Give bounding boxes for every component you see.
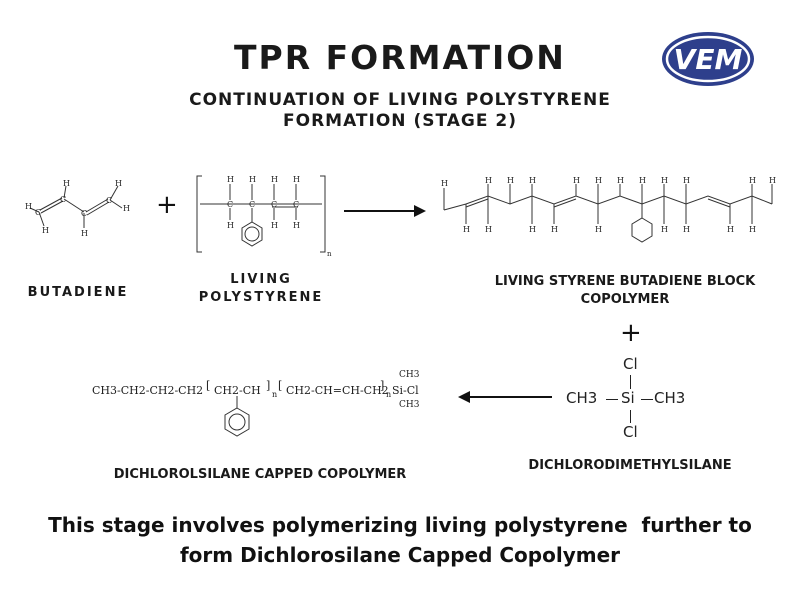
- svg-text:H: H: [42, 226, 49, 235]
- svg-text:C: C: [60, 195, 66, 204]
- svg-text:H: H: [123, 204, 130, 213]
- svg-text:H: H: [25, 202, 32, 211]
- svg-text:H: H: [115, 180, 122, 188]
- block-copolymer-label: LIVING STYRENE BUTADIENE BLOCK COPOLYMER: [470, 273, 780, 309]
- block-copolymer-structure: H H H H H H H H H H H H H H H H H H H H H: [441, 176, 776, 243]
- left-arrow-icon: [458, 391, 552, 403]
- capped-ch3-top: CH3: [399, 370, 420, 380]
- svg-text:C: C: [271, 200, 277, 209]
- svg-text:H: H: [749, 225, 756, 234]
- svg-text:H: H: [441, 179, 448, 188]
- capped-ch3-bottom: CH3: [399, 400, 420, 410]
- svg-text:C: C: [81, 209, 87, 218]
- living-ps-subscript: n: [327, 250, 332, 258]
- page-title: TPR FORMATION: [234, 38, 566, 77]
- living-polystyrene-structure: H H H H C C C C H H H n: [196, 175, 332, 258]
- block-copolymer-line-1: LIVING STYRENE BUTADIENE BLOCK: [494, 274, 756, 289]
- svg-text:H: H: [551, 225, 558, 234]
- living-polystyrene-label: LIVING POLYSTYRENE: [186, 271, 336, 307]
- capped-unit-2: CH2-CH=CH-CH2: [286, 384, 389, 397]
- svg-text:H: H: [529, 176, 536, 185]
- svg-text:H: H: [249, 175, 256, 184]
- svg-text:C: C: [106, 196, 112, 205]
- silane-ch3-left: CH3: [566, 389, 598, 407]
- svg-text:H: H: [271, 175, 278, 184]
- silane-structure: Cl CH3 Si CH3 Cl: [566, 355, 696, 445]
- svg-text:H: H: [293, 175, 300, 184]
- footer-line-2: form Dichlorosilane Capped Copolymer: [179, 543, 621, 567]
- svg-text:H: H: [485, 225, 492, 234]
- silane-ch3-right: CH3: [654, 389, 686, 407]
- subtitle-line-1: CONTINUATION OF LIVING POLYSTYRENE: [189, 90, 611, 110]
- footer-description: This stage involves polymerizing living …: [20, 510, 780, 570]
- svg-text:H: H: [227, 175, 234, 184]
- living-polystyrene-line-2: POLYSTYRENE: [198, 290, 324, 305]
- svg-text:H: H: [485, 176, 492, 185]
- block-copolymer-line-2: COPOLYMER: [580, 292, 670, 307]
- svg-text:H: H: [595, 225, 602, 234]
- svg-text:H: H: [271, 221, 278, 230]
- silane-cl-bottom: Cl: [623, 423, 638, 441]
- svg-text:H: H: [463, 225, 470, 234]
- svg-text:C: C: [227, 200, 233, 209]
- svg-text:H: H: [81, 229, 88, 238]
- svg-text:C: C: [293, 200, 299, 209]
- svg-text:H: H: [227, 221, 234, 230]
- svg-text:H: H: [529, 225, 536, 234]
- subtitle-line-2: FORMATION (STAGE 2): [283, 111, 517, 131]
- capped-benzene-ring-icon: [224, 396, 250, 437]
- footer-line-1: This stage involves polymerizing living …: [48, 513, 752, 537]
- svg-text:H: H: [661, 176, 668, 185]
- butadiene-structure: C C C C H H H H H H: [25, 180, 130, 238]
- silane-label: DICHLORODIMETHYLSILANE: [528, 458, 732, 473]
- svg-text:H: H: [661, 225, 668, 234]
- silane-cl-top: Cl: [623, 355, 638, 373]
- plus-sign: +: [156, 190, 178, 220]
- svg-text:H: H: [749, 176, 756, 185]
- vem-logo: VEM: [662, 32, 754, 86]
- svg-text:C: C: [249, 200, 255, 209]
- capped-n2: n: [386, 390, 392, 399]
- svg-text:H: H: [507, 176, 514, 185]
- capped-n1: n: [272, 390, 278, 399]
- svg-text:H: H: [769, 176, 776, 185]
- capped-copolymer-label: DICHLOROLSILANE CAPPED COPOLYMER: [113, 467, 407, 482]
- svg-text:H: H: [573, 176, 580, 185]
- silane-si: Si: [621, 389, 635, 407]
- svg-text:C: C: [35, 208, 41, 217]
- capped-chain: CH3-CH2-CH2-CH2: [92, 384, 204, 397]
- capped-unit-1: CH2-CH: [214, 384, 261, 397]
- logo-text: VEM: [674, 43, 743, 76]
- svg-text:H: H: [683, 225, 690, 234]
- right-arrow-icon: [344, 205, 426, 217]
- svg-text:H: H: [617, 176, 624, 185]
- capped-copolymer-structure: CH3-CH2-CH2-CH2 [ CH2-CH ] n [ CH2-CH=CH…: [92, 370, 442, 445]
- svg-text:H: H: [683, 176, 690, 185]
- svg-text:H: H: [63, 180, 70, 188]
- logo-ring: [662, 32, 754, 86]
- svg-text:H: H: [727, 225, 734, 234]
- living-polystyrene-line-1: LIVING: [230, 272, 292, 287]
- svg-text:H: H: [595, 176, 602, 185]
- capped-si-group: Si-Cl: [392, 384, 419, 397]
- svg-text:H: H: [293, 221, 300, 230]
- page-subtitle: CONTINUATION OF LIVING POLYSTYRENE FORMA…: [120, 90, 680, 132]
- svg-text:H: H: [639, 176, 646, 185]
- butadiene-label: BUTADIENE: [27, 285, 129, 300]
- plus-sign-2: +: [620, 318, 642, 348]
